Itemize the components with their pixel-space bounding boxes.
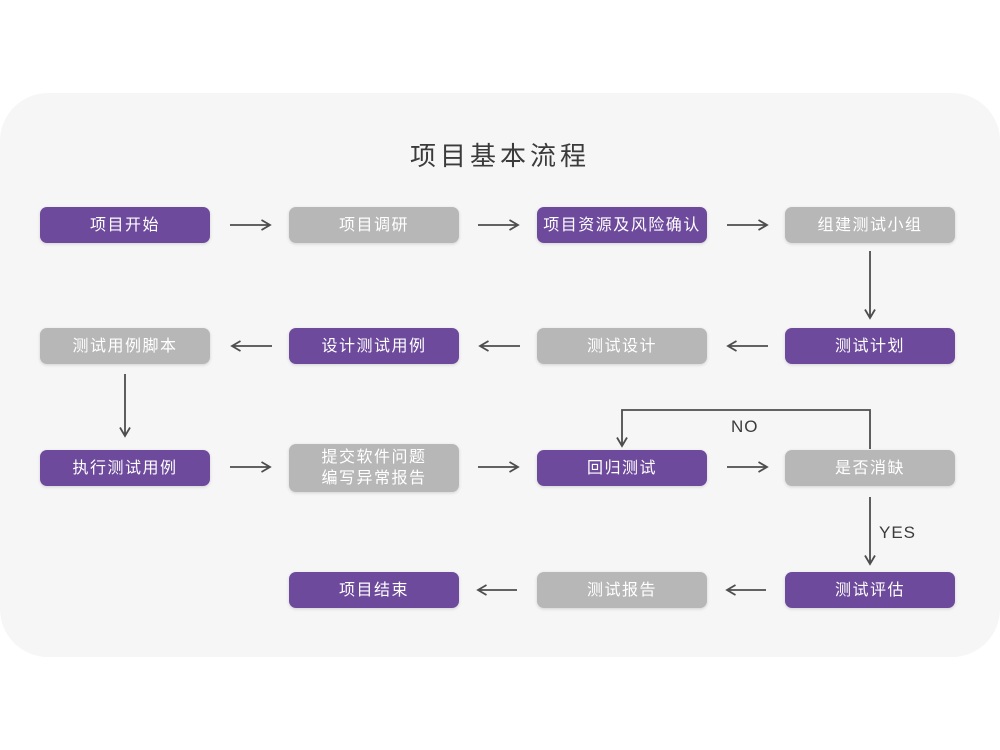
edge-label-yes: YES xyxy=(879,523,917,542)
node-label: 测试用例脚本 xyxy=(72,337,178,355)
node-project-start: 项目开始 xyxy=(40,207,210,243)
node-test-evaluation: 测试评估 xyxy=(785,572,955,608)
node-label: 测试设计 xyxy=(586,337,657,355)
node-test-case-script: 测试用例脚本 xyxy=(40,328,210,364)
node-label: 测试报告 xyxy=(586,581,657,599)
node-label: 组建测试小组 xyxy=(817,216,923,234)
node-submit-issue-report: 提交软件问题 编写异常报告 xyxy=(289,444,459,492)
node-label: 测试评估 xyxy=(834,581,905,599)
node-test-design: 测试设计 xyxy=(537,328,707,364)
node-label: 设计测试用例 xyxy=(321,337,427,355)
node-label: 项目调研 xyxy=(338,216,409,234)
node-label: 是否消缺 xyxy=(834,459,905,477)
node-build-test-team: 组建测试小组 xyxy=(785,207,955,243)
flowchart-card xyxy=(0,93,1000,657)
page-title: 项目基本流程 xyxy=(409,141,590,171)
node-test-plan: 测试计划 xyxy=(785,328,955,364)
node-label: 测试计划 xyxy=(834,337,905,355)
node-label: 回归测试 xyxy=(586,459,657,477)
node-label: 项目开始 xyxy=(89,216,160,234)
node-label: 项目结束 xyxy=(338,581,409,599)
node-regression-test: 回归测试 xyxy=(537,450,707,486)
node-label: 执行测试用例 xyxy=(72,459,178,477)
node-resource-risk-confirm: 项目资源及风险确认 xyxy=(537,207,707,243)
node-project-end: 项目结束 xyxy=(289,572,459,608)
node-label: 提交软件问题 编写异常报告 xyxy=(321,449,427,487)
node-design-test-cases: 设计测试用例 xyxy=(289,328,459,364)
edge-label-no: NO xyxy=(731,417,759,436)
node-test-report: 测试报告 xyxy=(537,572,707,608)
node-execute-test-cases: 执行测试用例 xyxy=(40,450,210,486)
node-label: 项目资源及风险确认 xyxy=(543,216,701,234)
node-defect-resolved: 是否消缺 xyxy=(785,450,955,486)
node-project-research: 项目调研 xyxy=(289,207,459,243)
